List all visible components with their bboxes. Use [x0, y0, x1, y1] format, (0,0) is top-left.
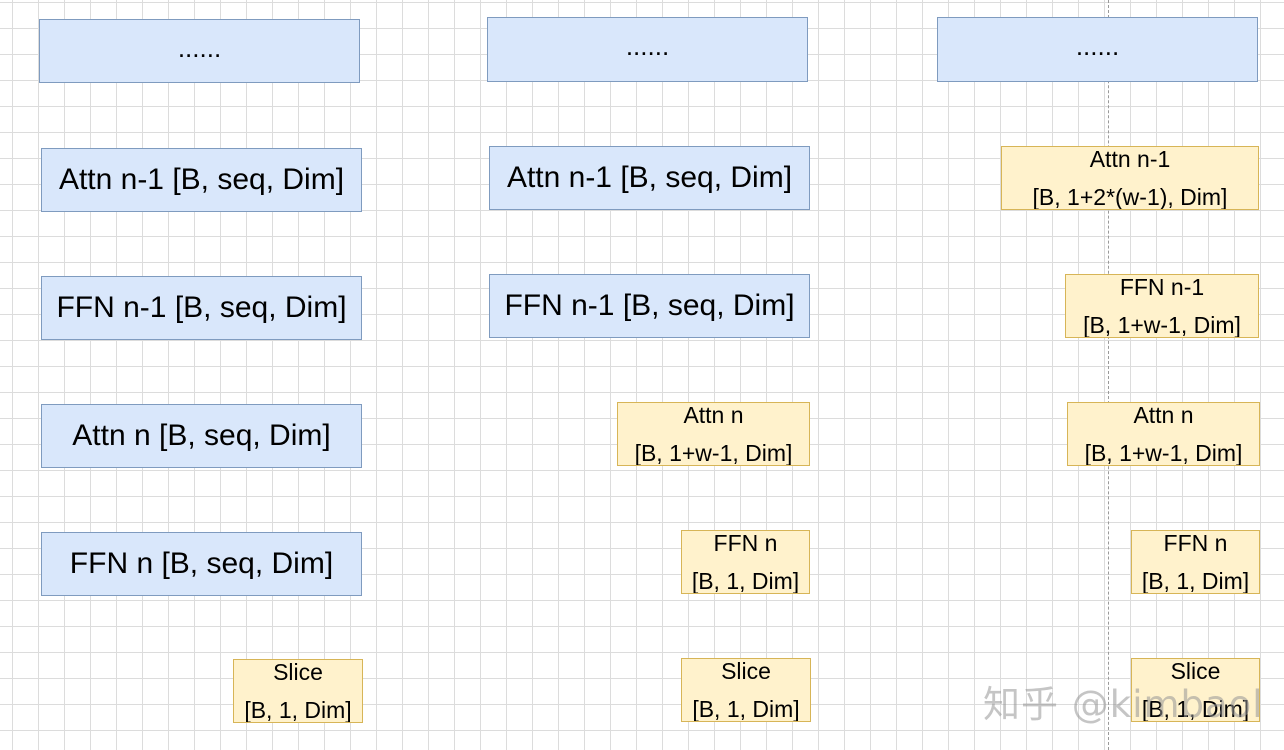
col1-ffn-prev-block: FFN n-1 [B, seq, Dim] — [41, 276, 362, 340]
col1-ffn-block: FFN n [B, seq, Dim] — [41, 532, 362, 596]
col1-attn-prev-block: Attn n-1 [B, seq, Dim] — [41, 148, 362, 212]
col3-top-block: ...... — [937, 17, 1258, 82]
col3-ffn-block: FFN n [B, 1, Dim] — [1131, 530, 1260, 594]
col1-ffn-label: FFN n [B, seq, Dim] — [69, 547, 334, 580]
col2-ffn-block: FFN n [B, 1, Dim] — [681, 530, 810, 594]
col1-ffn-prev-label: FFN n-1 [B, seq, Dim] — [56, 291, 347, 324]
col1-slice-block: Slice [B, 1, Dim] — [233, 659, 363, 723]
watermark-text: 知乎 @kimbaol — [983, 683, 1264, 726]
col1-attn-block: Attn n [B, seq, Dim] — [41, 404, 362, 468]
col2-attn-name: Attn n — [683, 402, 744, 428]
col2-ffn-prev-label: FFN n-1 [B, seq, Dim] — [504, 289, 795, 322]
col1-top-label: ...... — [177, 32, 222, 63]
col3-attn-block: Attn n [B, 1+w-1, Dim] — [1067, 402, 1260, 466]
col3-slice-shape: [B, 1, Dim] — [1141, 696, 1250, 722]
col3-slice-name: Slice — [1170, 658, 1221, 684]
col3-attn-name: Attn n — [1133, 402, 1194, 428]
col3-slice-block: Slice [B, 1, Dim] — [1131, 658, 1260, 722]
col3-attn-shape: [B, 1+w-1, Dim] — [1084, 440, 1243, 466]
col2-slice-shape: [B, 1, Dim] — [692, 696, 800, 722]
col2-attn-prev-block: Attn n-1 [B, seq, Dim] — [489, 146, 810, 210]
col2-top-block: ...... — [487, 17, 808, 82]
col2-slice-block: Slice [B, 1, Dim] — [681, 658, 811, 722]
col1-slice-name: Slice — [273, 659, 323, 685]
col2-slice-name: Slice — [721, 658, 771, 684]
col1-attn-label: Attn n [B, seq, Dim] — [72, 419, 331, 452]
col2-ffn-shape: [B, 1, Dim] — [691, 568, 800, 594]
col3-ffn-name: FFN n — [1163, 530, 1228, 556]
col2-top-label: ...... — [625, 31, 670, 61]
col1-slice-shape: [B, 1, Dim] — [244, 697, 352, 723]
col3-attn-prev-block: Attn n-1 [B, 1+2*(w-1), Dim] — [1001, 146, 1259, 210]
col3-ffn-shape: [B, 1, Dim] — [1141, 568, 1250, 594]
vertical-dashed-guide — [1108, 0, 1109, 750]
col2-ffn-name: FFN n — [713, 530, 778, 556]
col2-attn-shape: [B, 1+w-1, Dim] — [634, 440, 793, 466]
col1-attn-prev-label: Attn n-1 [B, seq, Dim] — [58, 163, 345, 196]
col3-ffn-prev-block: FFN n-1 [B, 1+w-1, Dim] — [1065, 274, 1259, 338]
col3-attn-prev-shape: [B, 1+2*(w-1), Dim] — [1032, 184, 1228, 210]
col2-attn-prev-label: Attn n-1 [B, seq, Dim] — [506, 161, 793, 194]
col1-top-block: ...... — [39, 19, 360, 83]
col3-ffn-prev-name: FFN n-1 — [1119, 274, 1205, 300]
col2-ffn-prev-block: FFN n-1 [B, seq, Dim] — [489, 274, 810, 338]
col3-top-label: ...... — [1075, 31, 1120, 61]
col2-attn-block: Attn n [B, 1+w-1, Dim] — [617, 402, 810, 466]
col3-attn-prev-name: Attn n-1 — [1089, 146, 1171, 172]
col3-ffn-prev-shape: [B, 1+w-1, Dim] — [1083, 312, 1241, 338]
